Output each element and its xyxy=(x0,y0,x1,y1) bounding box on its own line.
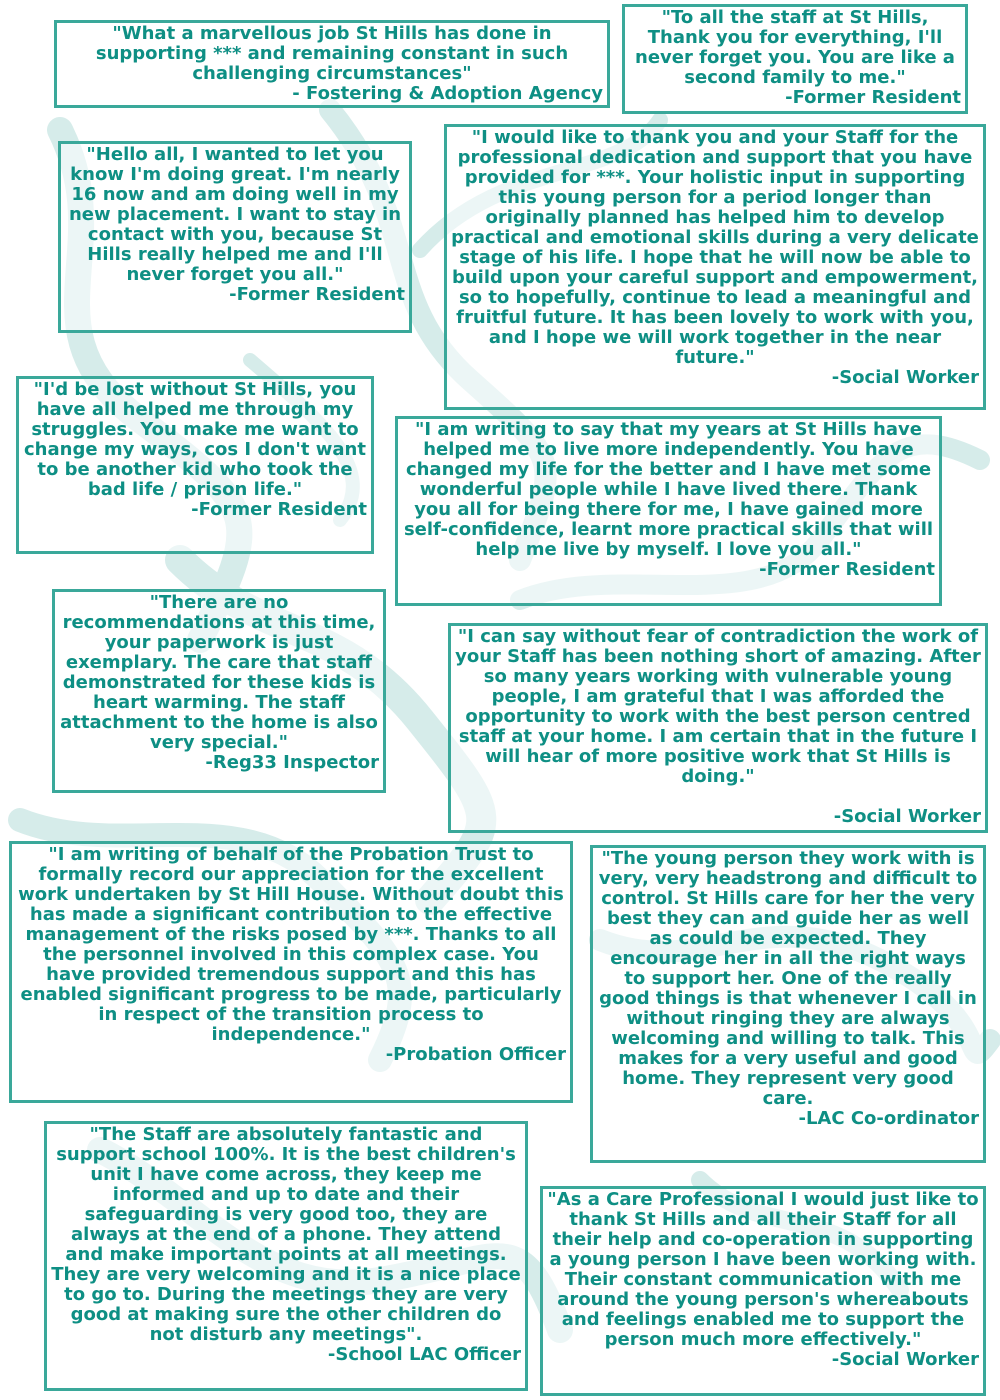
testimonial-quote: "I'd be lost without St Hills, you have … xyxy=(24,379,366,500)
testimonial-source: -Reg33 Inspector xyxy=(205,752,379,773)
testimonial-card-1: "What a marvellous job St Hills has done… xyxy=(54,20,610,108)
testimonial-quote: "What a marvellous job St Hills has done… xyxy=(95,23,569,84)
testimonial-quote: "There are no recommendations at this ti… xyxy=(60,592,378,753)
testimonial-quote: "I am writing of behalf of the Probation… xyxy=(18,844,564,1045)
testimonial-card-7: "There are no recommendations at this ti… xyxy=(52,589,386,793)
testimonial-source: - Fostering & Adoption Agency xyxy=(292,83,603,104)
testimonial-card-2: "To all the staff at St Hills, Thank you… xyxy=(622,4,968,114)
testimonial-source: -LAC Co-ordinator xyxy=(798,1108,979,1129)
testimonial-source: -Former Resident xyxy=(191,499,367,520)
testimonial-card-6: "I am writing to say that my years at St… xyxy=(395,416,942,606)
testimonial-quote: "As a Care Professional I would just lik… xyxy=(547,1189,979,1350)
testimonial-source: -Social Worker xyxy=(831,1349,979,1370)
testimonial-quote: "The young person they work with is very… xyxy=(598,848,978,1109)
testimonial-source: -Former Resident xyxy=(759,559,935,580)
testimonial-source: -Social Worker xyxy=(831,367,979,388)
testimonial-source: -School LAC Officer xyxy=(327,1344,521,1365)
testimonial-source: -Former Resident xyxy=(229,284,405,305)
testimonial-quote: "I would like to thank you and your Staf… xyxy=(451,127,979,368)
testimonial-card-10: "The young person they work with is very… xyxy=(590,845,986,1163)
testimonial-card-5: "I'd be lost without St Hills, you have … xyxy=(16,376,374,554)
testimonial-quote: "I can say without fear of contradiction… xyxy=(455,626,981,787)
testimonial-quote: "To all the staff at St Hills, Thank you… xyxy=(635,7,955,88)
testimonial-quote: "The Staff are absolutely fantastic and … xyxy=(51,1124,521,1345)
testimonial-quote: "I am writing to say that my years at St… xyxy=(403,419,934,560)
testimonial-source: -Former Resident xyxy=(785,87,961,108)
testimonial-source: -Probation Officer xyxy=(385,1044,566,1065)
testimonial-card-8: "I can say without fear of contradiction… xyxy=(448,623,988,833)
testimonial-card-12: "As a Care Professional I would just lik… xyxy=(540,1186,986,1396)
testimonial-card-11: "The Staff are absolutely fantastic and … xyxy=(44,1121,528,1391)
testimonial-card-4: "I would like to thank you and your Staf… xyxy=(444,124,986,410)
testimonial-card-9: "I am writing of behalf of the Probation… xyxy=(9,841,573,1103)
testimonial-quote: "Hello all, I wanted to let you know I'm… xyxy=(68,144,402,285)
testimonial-source: -Social Worker xyxy=(833,806,981,827)
testimonial-card-3: "Hello all, I wanted to let you know I'm… xyxy=(58,141,412,333)
